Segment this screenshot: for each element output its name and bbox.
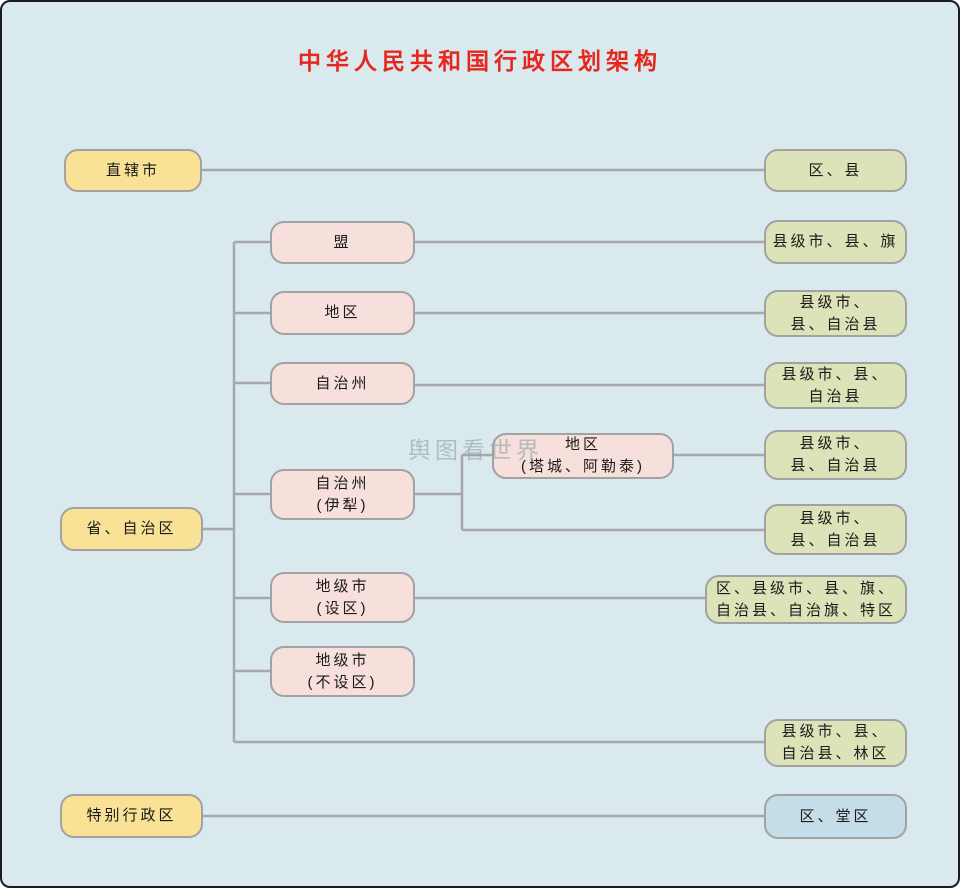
node-dijishi-shequ: 地级市 (设区) [270,572,415,623]
node-label: 县级市、县、 [781,365,890,383]
node-xianjishi-xian-qi: 县级市、县、旗 [764,220,907,264]
node-sheng-zizhiqu: 省、自治区 [60,507,203,551]
node-xianjishi-xian-zizhixian-2: 县级市、县、 自治县 [764,362,907,409]
node-label: 自治州 [315,474,370,492]
node-qu-tangqu: 区、堂区 [764,794,907,839]
node-meng: 盟 [270,221,415,264]
node-zizhizhou-yili: 自治州 (伊犁) [270,469,415,520]
node-label: 自治县、自治旗、特区 [715,601,896,619]
node-label: 自治县、林区 [781,745,890,762]
node-xianjishi-xian-zizhixian-1: 县级市、 县、自治县 [764,290,907,337]
node-diqu: 地区 [270,291,415,335]
node-label: 区、堂区 [799,807,872,825]
node-xianjishi-xian-zizhixian-linqu: 县级市、县、 自治县、林区 [764,719,907,767]
node-label: 自治县 [808,387,863,405]
node-label: 特别行政区 [86,807,177,825]
node-xianjishi-xian-zizhixian-4: 县级市、 县、自治县 [764,504,907,555]
node-label: 县级市、 [799,509,872,527]
node-label: (不设区) [307,673,378,691]
node-qu-xianjishi-xian-qi-zizhixian-zizhiqi-tequ: 区、县级市、县、旗、 自治县、自治旗、特区 [705,575,907,624]
node-label: 地级市 [315,577,370,595]
node-label: 省、自治区 [86,520,177,538]
node-label: 县级市、县、旗 [772,233,899,251]
node-label: 县级市、县、 [781,723,890,741]
page-title: 中华人民共和国行政区划架构 [298,48,662,74]
node-label: (塔城、阿勒泰) [521,458,645,475]
node-label: 地区 [564,436,601,454]
node-label: 地区 [324,304,361,322]
node-label: 盟 [333,233,352,251]
node-zizhizhou: 自治州 [270,362,415,405]
node-label: 地级市 [315,651,370,669]
node-label: 区、县级市、县、旗、 [715,579,896,597]
node-label: 县、自治县 [790,315,881,333]
node-tebie-xingzhengqu: 特别行政区 [60,794,203,838]
node-qu-xian: 区、县 [764,149,907,192]
node-label: 县级市、 [799,293,872,311]
node-zhixiashi: 直辖市 [64,149,202,192]
node-label: 县级市、 [799,435,872,453]
node-diqu-tacheng: 地区 (塔城、阿勒泰) [492,433,674,479]
node-label: 县、自治县 [790,457,881,474]
node-label: 区、县 [808,161,863,179]
node-label: 直辖市 [105,161,160,179]
node-label: 县、自治县 [790,531,881,549]
node-label: 自治州 [315,374,370,392]
node-xianjishi-xian-zizhixian-3: 县级市、 县、自治县 [764,430,907,480]
node-label: (设区) [316,599,369,617]
node-label: (伊犁) [316,496,369,514]
node-dijishi-bushequ: 地级市 (不设区) [270,646,415,697]
